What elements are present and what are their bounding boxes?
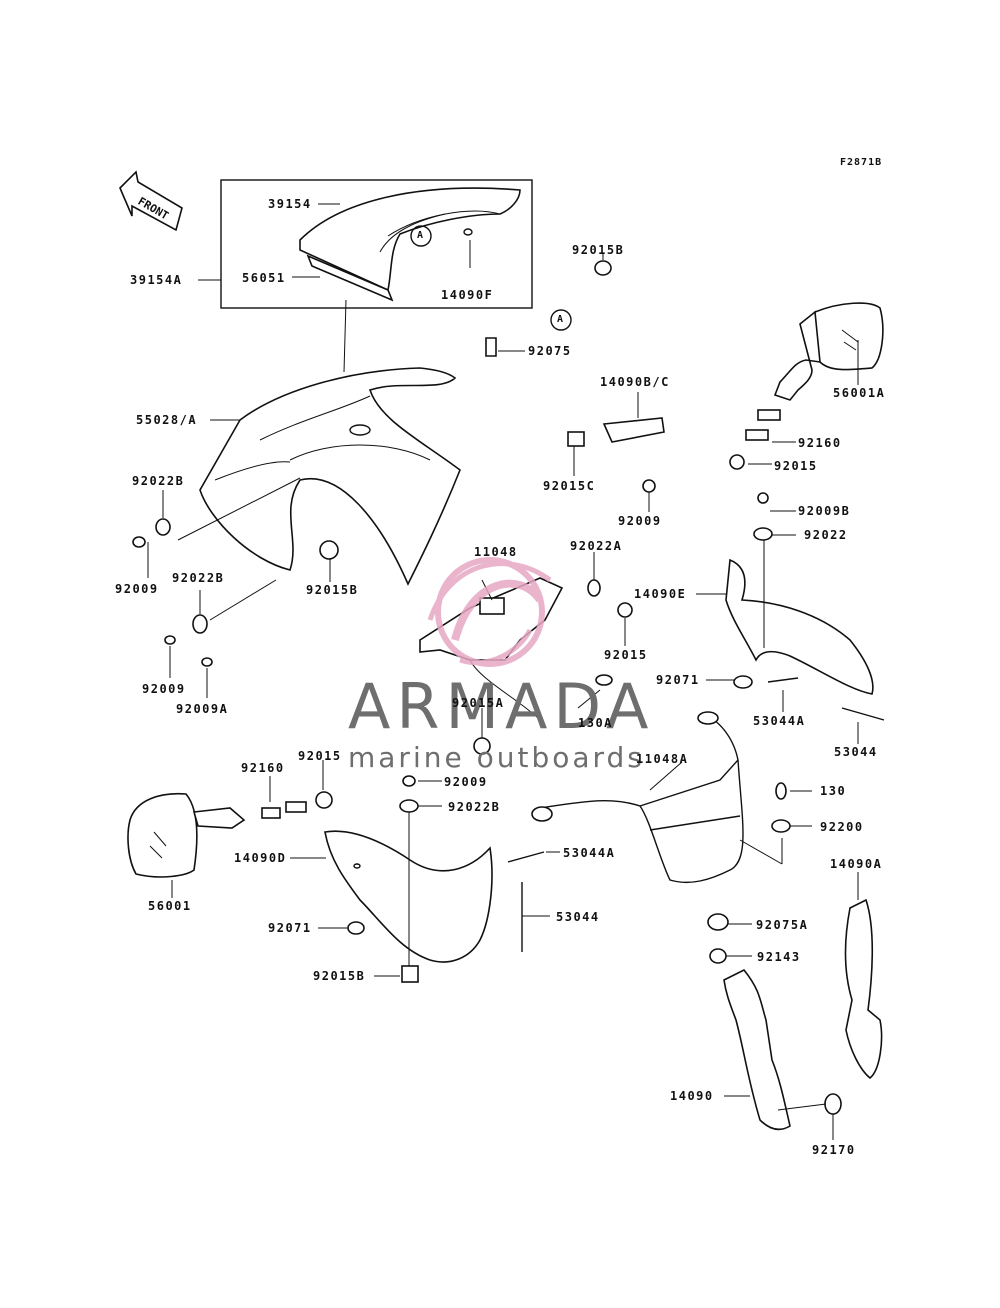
windshield-kit-box — [220, 179, 533, 309]
part-label-56051: 56051 — [242, 271, 286, 285]
side-panel-part — [723, 968, 791, 1131]
part-label-92022a: 92022A — [570, 539, 623, 553]
part-label-92075: 92075 — [528, 344, 572, 358]
windshield-part — [299, 187, 521, 302]
part-label-92022b-left2: 92022B — [172, 571, 225, 585]
part-label-92075a: 92075A — [756, 918, 809, 932]
part-label-92015a: 92015A — [452, 696, 505, 710]
part-label-53044-right: 53044 — [834, 745, 878, 759]
part-label-39154a: 39154A — [130, 273, 183, 287]
part-label-92160-left: 92160 — [241, 761, 285, 775]
part-label-92071-left: 92071 — [268, 921, 312, 935]
part-label-92009-left2: 92009 — [142, 682, 186, 696]
part-label-92015b-low: 92015B — [313, 969, 366, 983]
brand-tagline: marine outboards — [348, 741, 645, 774]
part-label-92015-right: 92015 — [774, 459, 818, 473]
part-label-56001a: 56001A — [833, 386, 886, 400]
part-label-130a: 130A — [578, 716, 613, 730]
left-mirror-part — [127, 792, 246, 878]
part-label-92015-mid: 92015 — [604, 648, 648, 662]
part-label-53044a-right: 53044A — [753, 714, 806, 728]
part-label-92015b-top: 92015B — [572, 243, 625, 257]
callout-a-part: A — [557, 314, 565, 325]
part-label-14090d: 14090D — [234, 851, 287, 865]
leader-lines — [147, 203, 859, 1140]
part-label-92200: 92200 — [820, 820, 864, 834]
part-label-11048: 11048 — [474, 545, 518, 559]
part-label-56001: 56001 — [148, 899, 192, 913]
figure-code: F2871B — [840, 157, 883, 168]
part-label-11048a: 11048A — [636, 752, 689, 766]
part-label-55028a: 55028/A — [136, 413, 198, 427]
part-label-92022-right: 92022 — [804, 528, 848, 542]
inner-cover-left-part — [324, 830, 493, 963]
part-label-92009-low: 92009 — [444, 775, 488, 789]
part-label-92160-right: 92160 — [798, 436, 842, 450]
part-label-14090e: 14090E — [634, 587, 687, 601]
part-label-14090bc: 14090B/C — [600, 375, 670, 389]
part-label-92015-left: 92015 — [298, 749, 342, 763]
lower-frame-part — [531, 711, 744, 884]
brand-name: ARMADA — [348, 670, 655, 743]
part-label-92015b-left: 92015B — [306, 583, 359, 597]
part-label-92009a: 92009A — [176, 702, 229, 716]
part-label-92009-left: 92009 — [115, 582, 159, 596]
part-label-14090a: 14090A — [830, 857, 883, 871]
part-label-92022b-low: 92022B — [448, 800, 501, 814]
part-label-92009-mid: 92009 — [618, 514, 662, 528]
part-label-14090: 14090 — [670, 1089, 714, 1103]
side-panel-a-part — [844, 898, 883, 1080]
part-label-92015c: 92015C — [543, 479, 596, 493]
part-label-14090f: 14090F — [441, 288, 494, 302]
part-label-92071-right: 92071 — [656, 673, 700, 687]
part-label-53044a-low: 53044A — [563, 846, 616, 860]
callout-a-box: A — [417, 230, 425, 241]
part-label-92143: 92143 — [757, 950, 801, 964]
hardware-parts — [132, 260, 885, 1115]
part-label-92009b: 92009B — [798, 504, 851, 518]
part-label-39154: 39154 — [268, 197, 312, 211]
upper-cowl-part — [199, 367, 461, 586]
part-label-130: 130 — [820, 784, 847, 798]
right-mirror-part — [773, 302, 884, 401]
brand-logo-mark — [427, 557, 552, 667]
part-label-92170: 92170 — [812, 1143, 856, 1157]
part-label-53044-low: 53044 — [556, 910, 600, 924]
front-direction-arrow: FRONT — [119, 170, 183, 232]
inner-cover-right-part — [725, 558, 874, 695]
part-label-92022b-left: 92022B — [132, 474, 185, 488]
